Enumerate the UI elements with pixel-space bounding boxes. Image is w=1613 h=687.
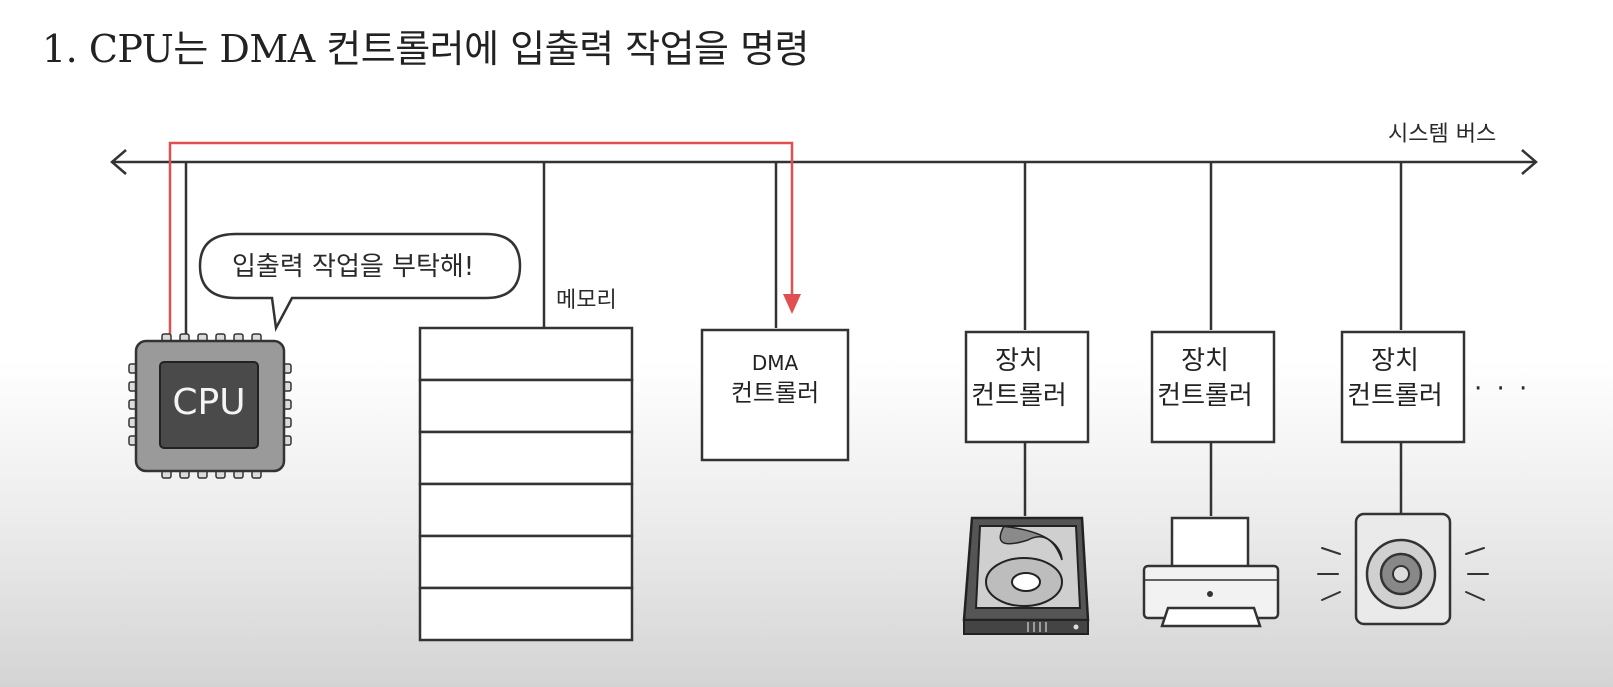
system-bus-label: 시스템 버스 [1388,122,1497,147]
more-devices-ellipsis: · · · [1474,374,1531,404]
device-controller-line2: 컨트롤러 [971,381,1067,412]
device-controller-line1: 장치 [1371,346,1419,376]
speech-bubble [198,232,522,333]
printer-icon [1142,516,1280,628]
memory-block [418,326,634,642]
dma-controller-line1: DMA [751,351,799,375]
device-controller-1: 장치 컨트롤러 [960,344,1078,414]
hard-disk-icon [962,516,1090,635]
device-controller-line2: 컨트롤러 [1347,381,1443,412]
dma-controller-label: DMA 컨트롤러 [700,350,850,409]
device-controller-3: 장치 컨트롤러 [1336,344,1454,414]
device-controller-line1: 장치 [995,346,1043,376]
cpu-chip [128,333,292,479]
device-controller-line2: 컨트롤러 [1157,381,1253,412]
command-path [168,141,801,334]
controller-boxes [700,328,1466,462]
memory-label: 메모리 [556,288,617,313]
speech-bubble-text: 입출력 작업을 부탁해! [232,252,475,282]
device-controller-line1: 장치 [1181,346,1229,376]
cpu-label: CPU [172,382,246,423]
system-bus [110,149,1538,175]
page-title: 1. CPU는 DMA 컨트롤러에 입출력 작업을 명령 [42,27,810,71]
bus-connectors [184,162,1403,516]
dma-controller-line2: 컨트롤러 [730,379,820,407]
speaker-icon [1317,512,1489,626]
device-controller-2: 장치 컨트롤러 [1146,344,1264,414]
